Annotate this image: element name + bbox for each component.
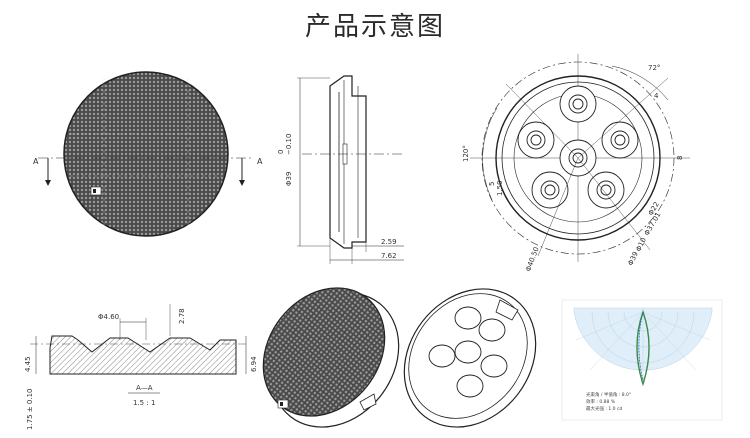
front-view: A A — [33, 71, 263, 237]
section-label-left: A — [33, 157, 39, 166]
polar-caption-1: 光束角 / 半值角 : 8.0° — [586, 391, 631, 398]
section-scale-label: 1.5 : 1 — [133, 399, 155, 407]
angle-120-label: 120° — [462, 145, 470, 162]
mesh-grid-lines — [70, 78, 222, 230]
polar-chart: 光束角 / 半值角 : 8.0° 效率 : 0.88 % 最大光强 : 1.0 … — [561, 299, 723, 421]
side-diameter-label: Φ39 — [285, 172, 293, 186]
section-view: Φ4.60 2.78 4.45 6.94 1.75 ± 0.10 A—A 1.5… — [24, 304, 258, 430]
polar-caption-3: 最大光强 : 1.0 cd — [586, 405, 622, 412]
polar-caption-2: 效率 : 0.88 % — [586, 398, 616, 405]
dia-3701-label: Φ37.01 — [643, 211, 663, 237]
side-diameter-tol: −0.10 — [285, 134, 293, 155]
iso-lens-cluster — [428, 306, 508, 398]
iso-view-mesh — [262, 287, 400, 428]
top-view: 72° 120° 4 8 5 1.50 Φ22 Φ37.01 Φ10 Φ39 Φ… — [462, 54, 690, 273]
dim-694-label: 6.94 — [250, 356, 258, 372]
dia-460-label: Φ4.60 — [98, 313, 119, 321]
section-label-right: A — [257, 157, 263, 166]
dim-4-label: 4 — [654, 92, 659, 100]
side-view: Φ39 −0.10 0 2.59 7.62 — [277, 75, 404, 264]
side-dim-a: 2.59 — [381, 238, 397, 246]
dim-8-label: 8 — [676, 156, 684, 160]
dim-150-label: 1.50 — [496, 180, 504, 196]
dim-278-label: 2.78 — [178, 308, 186, 324]
dim-445-label: 4.45 — [24, 356, 32, 372]
mesh-disk — [63, 71, 229, 237]
dia-4050-label: Φ40.50 — [524, 246, 540, 273]
page-title: 产品示意图 — [304, 12, 445, 42]
dim-175-label: 1.75 ± 0.10 — [26, 389, 34, 431]
side-diameter-top: 0 — [277, 150, 285, 154]
section-aa-label: A—A — [136, 384, 153, 392]
dia-39-label: Φ39 — [627, 250, 640, 266]
intensity-curve — [636, 309, 650, 387]
dim-5-label: 5 — [488, 182, 496, 186]
angle-72-label: 72° — [648, 64, 660, 72]
side-dim-b: 7.62 — [381, 252, 397, 260]
iso-view-lenses — [403, 288, 537, 428]
